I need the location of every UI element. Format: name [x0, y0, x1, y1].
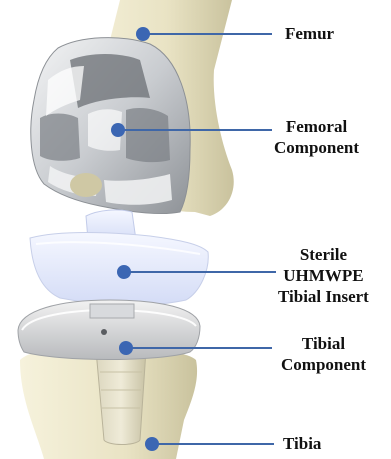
label-tibia-text: Tibia [283, 433, 321, 454]
label-femoral-component: Femoral Component [274, 116, 359, 158]
label-tibial-component-line-1: Tibial [281, 333, 366, 354]
label-tibial-insert-line-2: UHMWPE [278, 265, 369, 286]
femur-dot [136, 27, 150, 41]
femoral-component [31, 38, 190, 214]
label-femoral-component-line-2: Component [274, 137, 359, 158]
femoral-component-dot [111, 123, 125, 137]
label-tibial-insert-line-1: Sterile [278, 244, 369, 265]
label-tibial-component-line-2: Component [281, 354, 366, 375]
label-tibial-insert-line-3: Tibial Insert [278, 286, 369, 307]
tibial-insert [30, 210, 208, 305]
tibial-component-dot [119, 341, 133, 355]
label-tibial-component: Tibial Component [281, 333, 366, 375]
label-tibial-insert: Sterile UHMWPE Tibial Insert [278, 244, 369, 307]
label-femur-text: Femur [285, 23, 334, 44]
tibial-component [18, 300, 200, 360]
label-femur: Femur [285, 23, 334, 44]
tibial-insert-dot [117, 265, 131, 279]
tibial-stem [96, 350, 146, 445]
tibia-dot [145, 437, 159, 451]
label-femoral-component-line-1: Femoral [274, 116, 359, 137]
label-tibia: Tibia [283, 433, 321, 454]
